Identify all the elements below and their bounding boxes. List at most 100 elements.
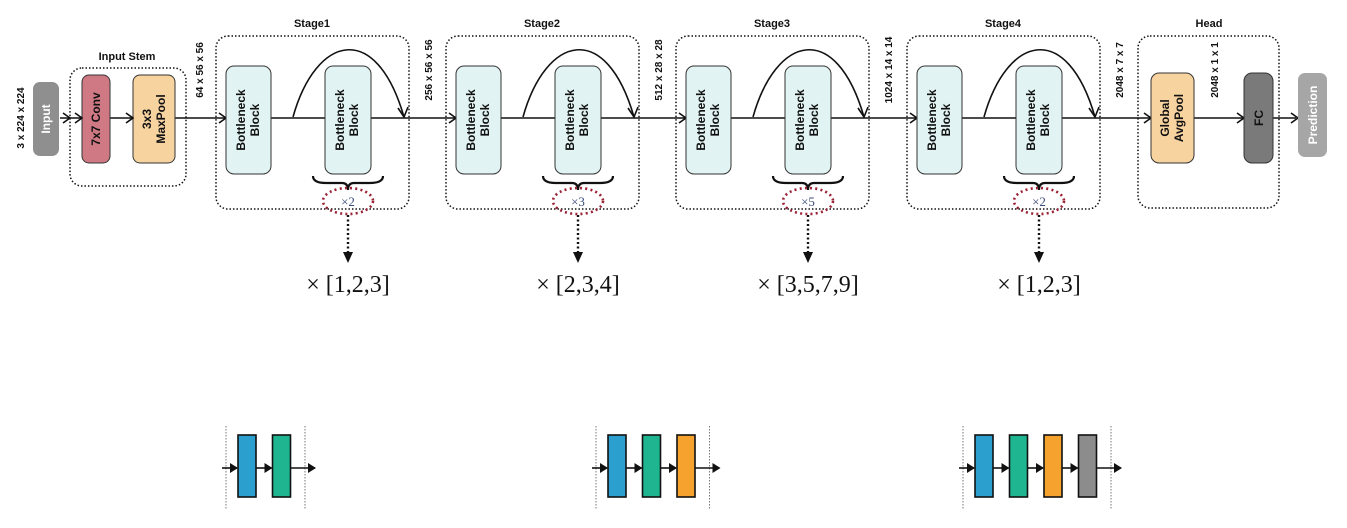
stage-container bbox=[445, 35, 640, 210]
bottleneck-label-line1: Bottleneck bbox=[563, 89, 577, 151]
stage-container bbox=[906, 35, 1101, 210]
skip-arrowhead bbox=[1088, 106, 1100, 119]
repeat-count-label: ×2 bbox=[341, 194, 355, 209]
down-arrowhead bbox=[343, 252, 353, 263]
mini-arrowhead bbox=[230, 463, 238, 473]
bottleneck-label-line1: Bottleneck bbox=[333, 89, 347, 151]
stage-container bbox=[675, 35, 870, 210]
skip-connection-arc bbox=[292, 49, 405, 118]
bottleneck-label-line1: Bottleneck bbox=[793, 89, 807, 151]
input-box bbox=[33, 82, 59, 156]
mini-block-blue bbox=[237, 434, 257, 498]
repeat-brace bbox=[541, 175, 615, 191]
stage-container bbox=[215, 35, 410, 210]
stage-title: Stage4 bbox=[985, 18, 1022, 30]
repeat-count-outline bbox=[1012, 186, 1066, 216]
mini-block-orange bbox=[1043, 434, 1063, 498]
skip-arrowhead bbox=[627, 106, 639, 119]
global-avgpool-label-line1: Global bbox=[1158, 99, 1172, 136]
skip-arrowhead bbox=[397, 106, 409, 119]
bottleneck-label-line1: Bottleneck bbox=[1024, 89, 1038, 151]
mini-sequence-2 bbox=[592, 426, 721, 510]
prediction-label: Prediction bbox=[1306, 86, 1320, 145]
stage-title: Stage1 bbox=[294, 18, 330, 30]
input-stem-title: Input Stem bbox=[99, 51, 156, 63]
repeat-count-outline bbox=[551, 186, 605, 216]
bottleneck-label-line1: Bottleneck bbox=[234, 89, 248, 151]
input-label: Input bbox=[39, 104, 53, 133]
bottleneck-label-line1: Bottleneck bbox=[925, 89, 939, 151]
mini-sequences-group bbox=[222, 426, 1122, 510]
repeat-count-label: ×5 bbox=[801, 194, 815, 209]
mini-arrowhead bbox=[1114, 463, 1122, 473]
stage-title: Stage2 bbox=[524, 18, 560, 30]
head-mid-dims: 2048 x 1 x 1 bbox=[1210, 42, 1221, 98]
stage-title: Stage3 bbox=[754, 18, 790, 30]
mini-block-blue bbox=[607, 434, 627, 498]
stage-out-dims: 2048 x 7 x 7 bbox=[1115, 42, 1126, 98]
bottleneck-block-repeated bbox=[324, 65, 372, 175]
head-container bbox=[1137, 35, 1280, 209]
skip-arrowhead bbox=[857, 106, 869, 119]
bottleneck-block-repeated bbox=[554, 65, 602, 175]
bottleneck-block-repeated bbox=[784, 65, 832, 175]
bottleneck-block-repeated bbox=[1015, 65, 1063, 175]
bottleneck-label-line2: Block bbox=[1038, 103, 1052, 136]
maxpool-label-line2: MaxPool bbox=[154, 94, 168, 143]
prediction-box bbox=[1298, 73, 1327, 157]
bottleneck-label-line2: Block bbox=[577, 103, 591, 136]
repeat-count-label: ×2 bbox=[1032, 194, 1046, 209]
bottleneck-label-line2: Block bbox=[807, 103, 821, 136]
bottleneck-label-line2: Block bbox=[347, 103, 361, 136]
fc-label: FC bbox=[1252, 110, 1266, 126]
global-avgpool-label-line2: AvgPool bbox=[1172, 94, 1186, 142]
mini-arrowhead bbox=[1070, 463, 1079, 473]
global-avgpool-box bbox=[1150, 72, 1195, 164]
maxpool-box bbox=[132, 74, 176, 164]
repeat-count-outline bbox=[781, 186, 835, 216]
repeat-brace bbox=[771, 175, 845, 191]
repeat-count-outline bbox=[321, 186, 375, 216]
repeat-range-label: × [2,3,4] bbox=[536, 272, 620, 298]
down-arrowhead bbox=[573, 252, 583, 263]
input-stem-container bbox=[69, 67, 187, 187]
down-arrowhead bbox=[1034, 252, 1044, 263]
head-group: Head Global AvgPool 2048 x 1 x 1 FC bbox=[1137, 18, 1280, 209]
repeat-range-label: × [1,2,3] bbox=[997, 272, 1081, 298]
bottleneck-block bbox=[455, 65, 502, 175]
mini-sequence-3 bbox=[959, 426, 1122, 510]
head-title: Head bbox=[1196, 18, 1223, 30]
bottleneck-label-line2: Block bbox=[939, 103, 953, 136]
repeat-range-label: × [3,5,7,9] bbox=[757, 272, 859, 298]
maxpool-label-line1: 3x3 bbox=[140, 109, 154, 129]
skip-connection-arc bbox=[752, 49, 865, 118]
mini-arrowhead bbox=[669, 463, 677, 473]
mini-sequence-1 bbox=[222, 426, 316, 510]
input-dims-label: 3 x 224 x 224 bbox=[16, 87, 27, 149]
mini-arrowhead bbox=[600, 463, 608, 473]
flow-arrowhead bbox=[125, 112, 135, 124]
mini-block-green bbox=[641, 434, 662, 498]
bottleneck-label-line2: Block bbox=[248, 103, 262, 136]
mini-block-gray bbox=[1077, 434, 1098, 498]
stage-out-dims: 512 x 28 x 28 bbox=[654, 39, 665, 101]
stem-out-dims: 64 x 56 x 56 bbox=[195, 42, 206, 98]
bottleneck-block bbox=[225, 65, 272, 175]
down-arrowhead bbox=[803, 252, 813, 263]
bottleneck-block bbox=[916, 65, 963, 175]
bottleneck-block bbox=[685, 65, 732, 175]
mini-arrowhead bbox=[967, 463, 975, 473]
skip-connection-arc bbox=[983, 49, 1096, 118]
mini-arrowhead bbox=[634, 463, 643, 473]
bottleneck-label-line1: Bottleneck bbox=[464, 89, 478, 151]
input-node: 3 x 224 x 224 Input bbox=[16, 82, 59, 156]
repeat-count-label: ×3 bbox=[571, 194, 585, 209]
mini-arrowhead bbox=[1001, 463, 1010, 473]
stage-out-dims: 1024 x 14 x 14 bbox=[884, 36, 895, 103]
